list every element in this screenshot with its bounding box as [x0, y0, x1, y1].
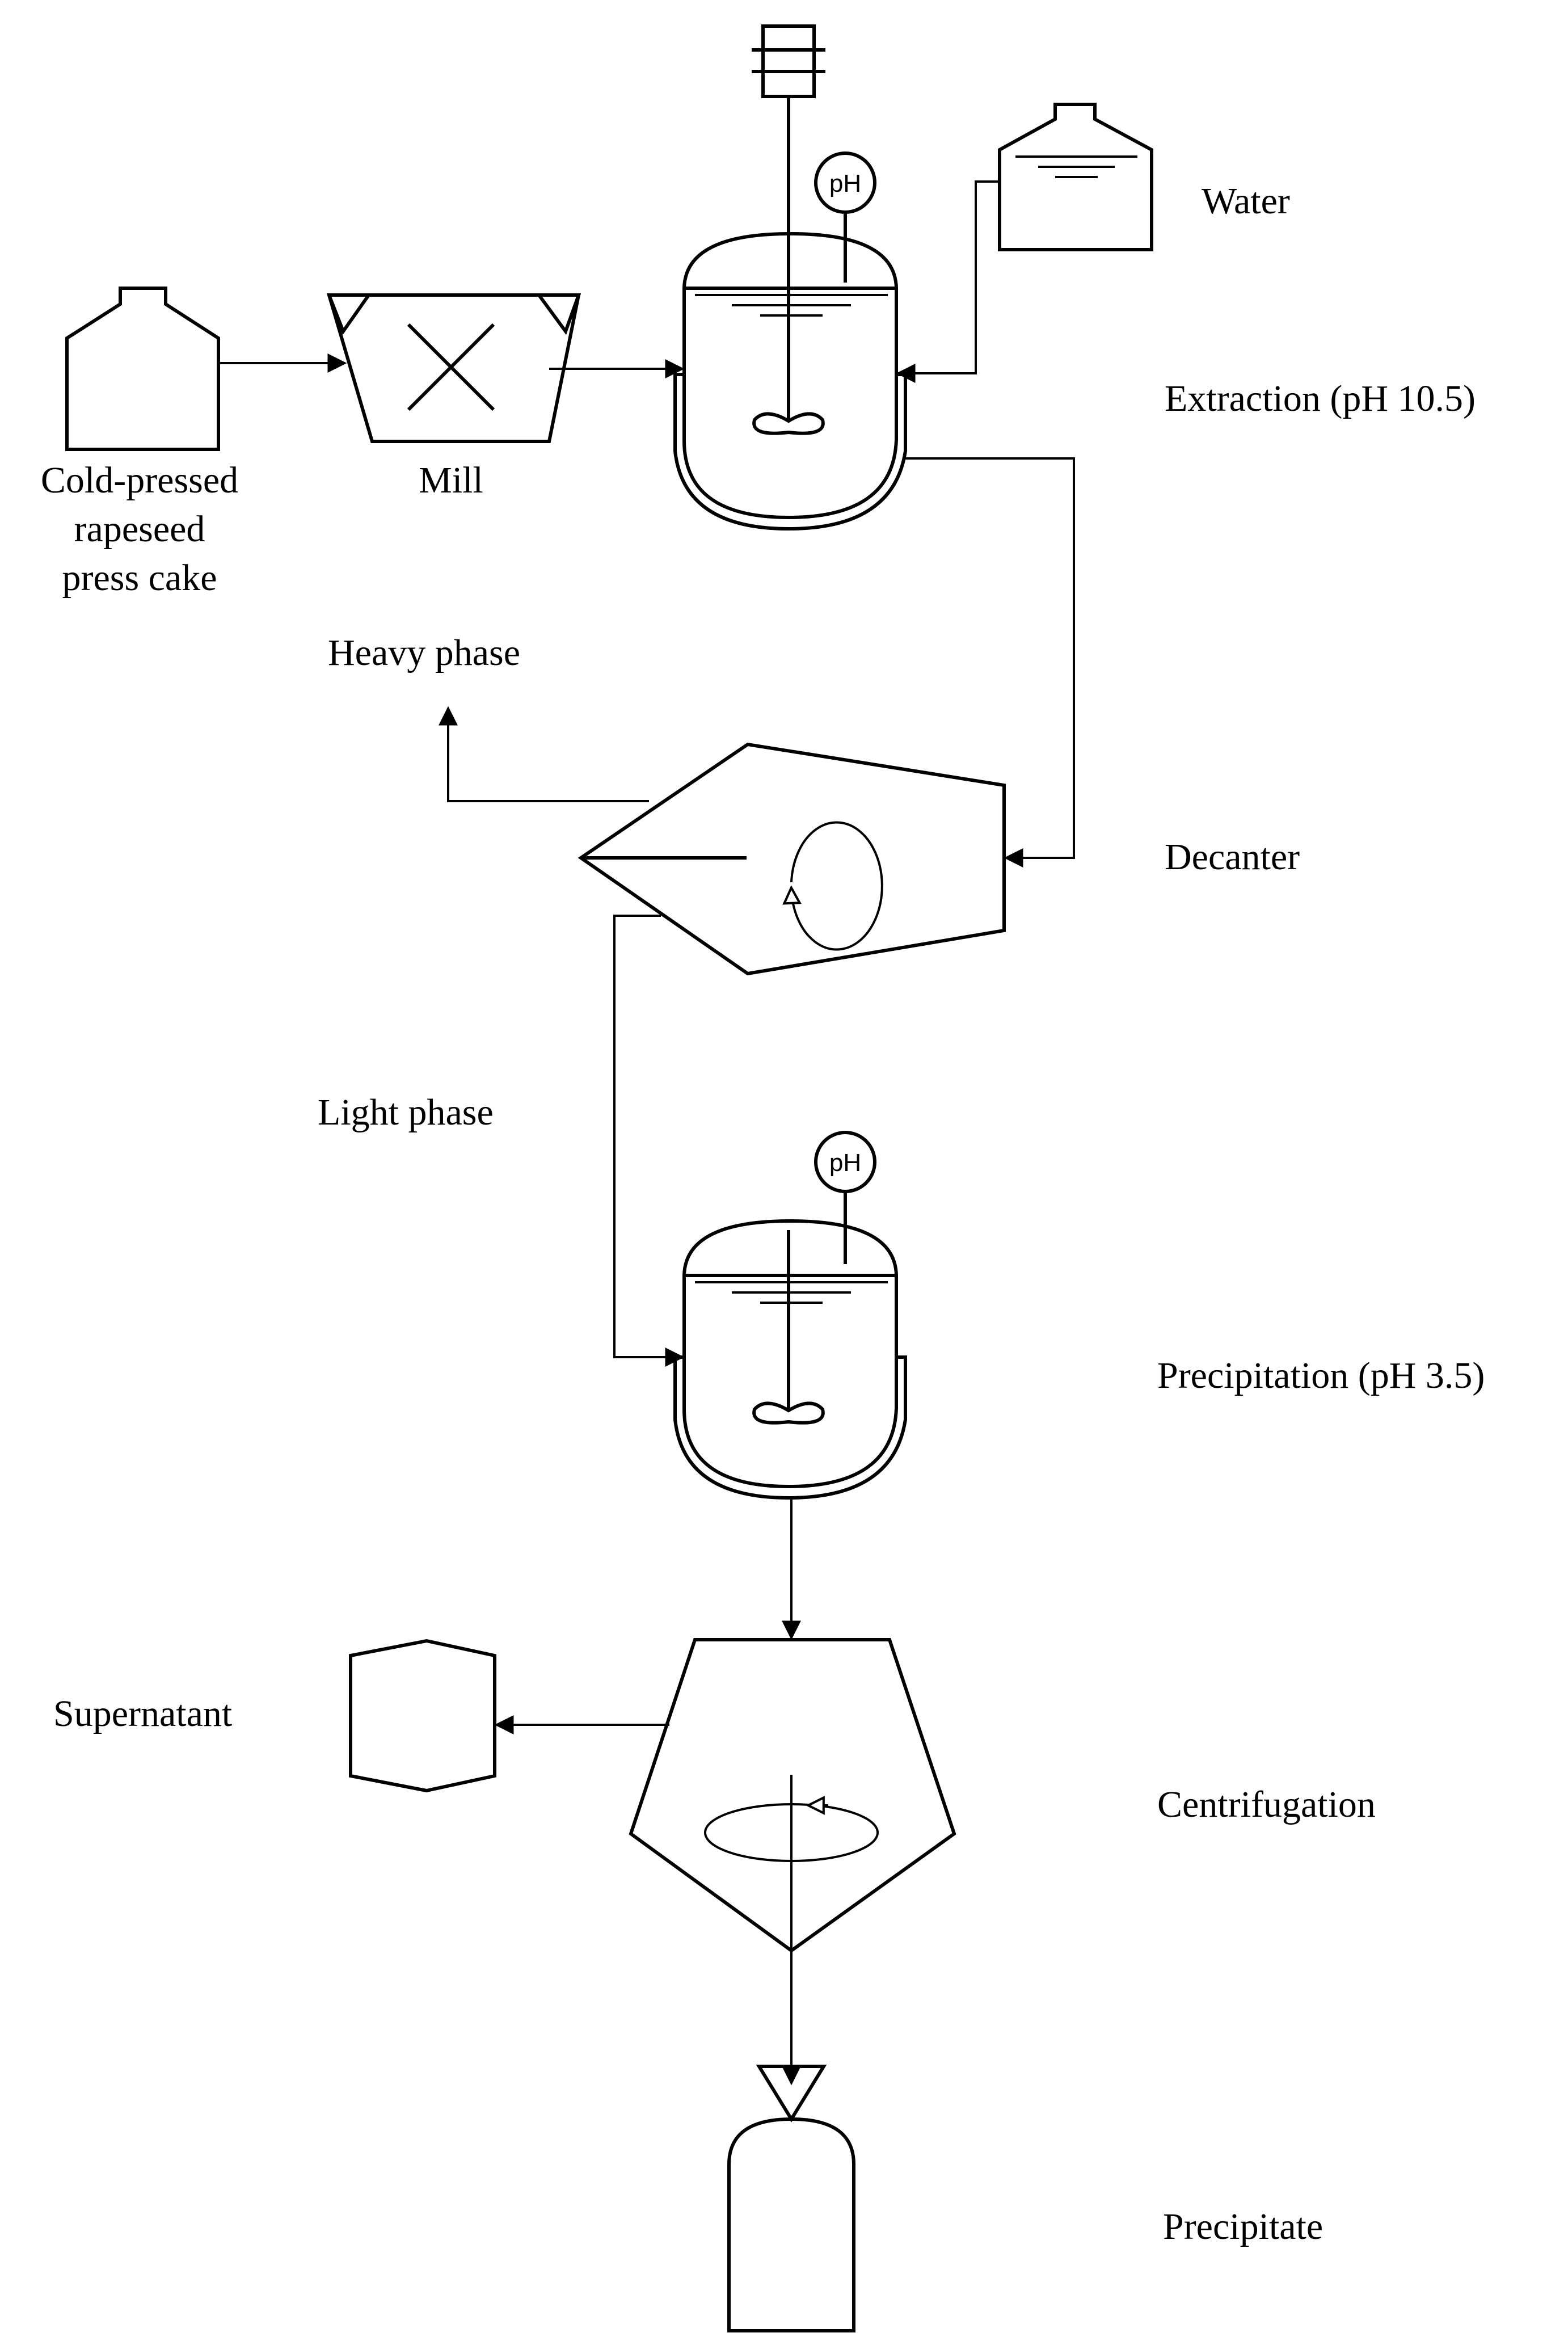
flow-light-phase	[613, 915, 685, 1367]
label-extraction: Extraction (pH 10.5)	[1165, 378, 1476, 419]
label-centrifugation: Centrifugation	[1157, 1784, 1376, 1825]
flow-water-to-extraction	[896, 180, 1000, 383]
label-feed-line1: Cold-pressed	[41, 460, 238, 501]
press-cake-hopper	[65, 287, 220, 451]
water-tank	[998, 103, 1153, 251]
label-feed-line2: rapeseed	[74, 508, 205, 550]
ph-sensor-precipitation: pH	[814, 1131, 876, 1264]
ph-sensor-extraction: pH	[814, 151, 876, 283]
label-light-phase: Light phase	[318, 1092, 494, 1133]
ph-label-precipitation: pH	[829, 1149, 861, 1177]
flow-lines	[218, 180, 1075, 2086]
label-heavy-phase: Heavy phase	[328, 632, 520, 673]
label-mill: Mill	[419, 460, 483, 501]
precipitate-vessel	[727, 2065, 855, 2332]
ph-label-extraction: pH	[829, 170, 861, 197]
label-precipitate: Precipitate	[1163, 2206, 1323, 2247]
label-water: Water	[1202, 180, 1290, 222]
label-precipitation: Precipitation (pH 3.5)	[1157, 1355, 1485, 1396]
labels: Cold-pressed rapeseed press cake Mill Wa…	[41, 180, 1485, 2247]
supernatant-tank	[349, 1639, 496, 1793]
label-supernatant: Supernatant	[53, 1693, 232, 1734]
extraction-reactor: pH	[673, 24, 907, 531]
label-feed-line3: press cake	[62, 557, 217, 599]
decanter	[578, 742, 1006, 976]
label-decanter: Decanter	[1165, 836, 1300, 878]
flow-extraction-to-decanter	[905, 457, 1075, 868]
flow-heavy-phase	[439, 706, 649, 802]
precipitation-reactor: pH	[673, 1131, 907, 1500]
centrifuge	[629, 1638, 956, 1953]
mill	[326, 293, 581, 443]
